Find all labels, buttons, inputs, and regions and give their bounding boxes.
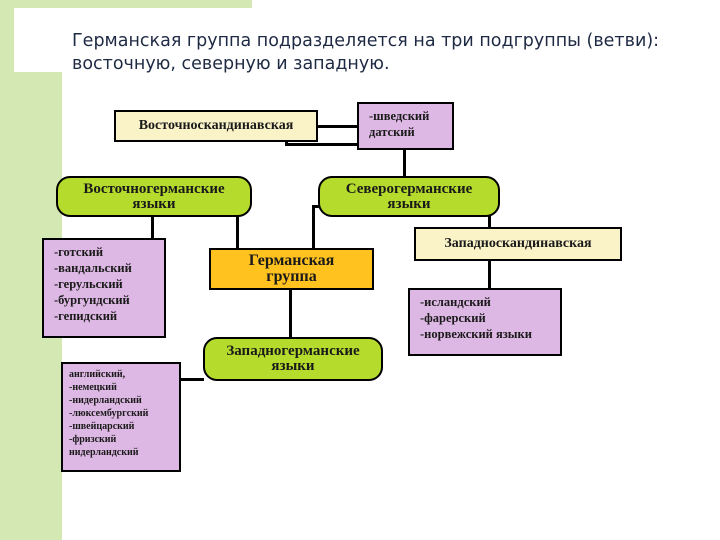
connector-west-to-list: [180, 378, 204, 381]
list-item: -норвежский языки: [420, 327, 532, 341]
node-west-scandinavian: Западноскандинавская: [414, 227, 622, 261]
list-east-scandinavian: -шведский датский: [357, 102, 454, 150]
connector-root-to-east: [236, 205, 239, 250]
list-item: -фризский: [69, 434, 117, 445]
decor-left-bar: [0, 0, 14, 540]
list-item: -шведский: [369, 109, 430, 123]
node-north-germanic: Северогерманские языки: [318, 176, 500, 217]
list-west-germanic: английский, -немецкий -нидерландский -лю…: [61, 362, 181, 472]
list-item: датский: [369, 125, 415, 139]
list-item: английский,: [69, 369, 126, 380]
connector-westscand-to-list: [488, 260, 491, 288]
node-root-germanic-group: Германская группа: [209, 248, 374, 290]
list-item: -гепидский: [54, 309, 118, 323]
connector-root-to-north: [312, 205, 322, 208]
list-item: -фарерский: [420, 311, 486, 325]
list-item: нидерландский: [69, 447, 139, 458]
list-item: -бургундский: [54, 293, 130, 307]
connector-root-to-north-v: [312, 205, 315, 250]
list-west-scandinavian: -исландский -фарерский -норвежский языки: [408, 288, 562, 356]
list-item: -герульский: [54, 277, 123, 291]
decor-top-bar: [0, 0, 252, 8]
list-east-germanic: -готский -вандальский -герульский -бургу…: [42, 238, 166, 338]
list-item: -исландский: [420, 295, 491, 309]
connector-eastscand-to-north-h: [285, 143, 405, 146]
connector-east-vertical: [151, 216, 154, 240]
decor-bottom-bar: [0, 532, 60, 540]
node-east-scandinavian: Восточноскандинавская: [114, 110, 318, 142]
list-item: -швейцарский: [69, 421, 135, 432]
node-west-germanic: Западногерманские языки: [203, 337, 383, 381]
connector-eastscand-to-list: [318, 125, 360, 128]
list-item: -готский: [54, 245, 104, 259]
slide-title: Германская группа подразделяется на три …: [72, 31, 660, 74]
list-item: -вандальский: [54, 261, 132, 275]
node-east-germanic: Восточногерманские языки: [56, 176, 252, 217]
list-item: -нидерландский: [69, 395, 142, 406]
list-item: -немецкий: [69, 382, 117, 393]
list-item: -люксембургский: [69, 408, 149, 419]
connector-eastscand-to-north-v: [403, 143, 406, 178]
connector-root-to-west: [289, 289, 292, 339]
